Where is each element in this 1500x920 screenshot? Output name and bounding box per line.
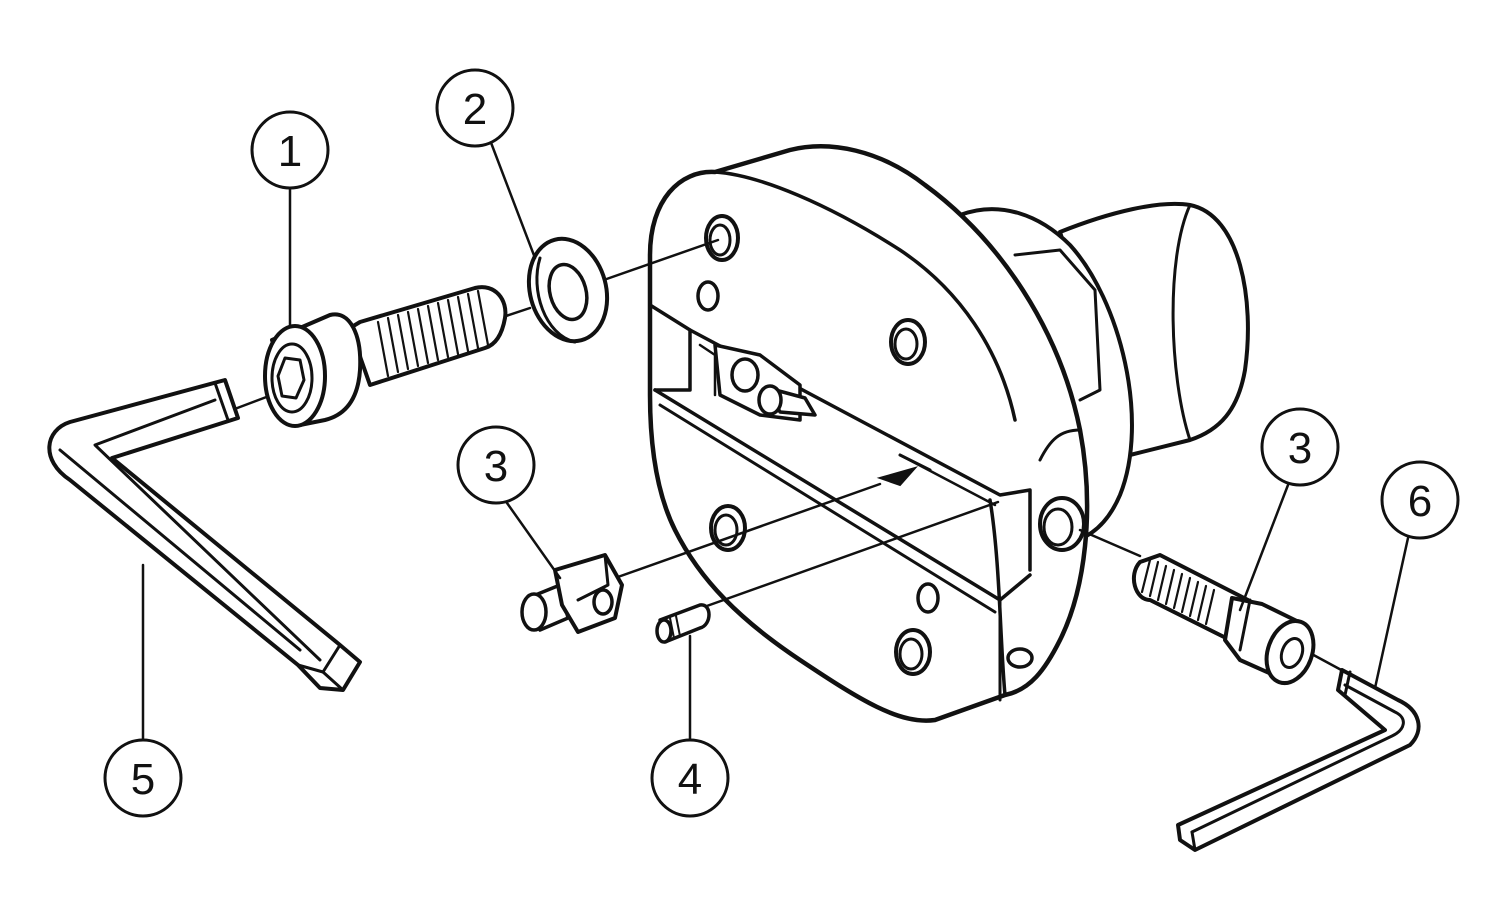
callout-1: 1 (250, 110, 330, 190)
leader-2 (488, 138, 537, 260)
part-5-hex-key-large (47, 378, 362, 692)
callout-5: 5 (103, 738, 183, 818)
holder-shank (1058, 201, 1250, 457)
callout-4-label: 4 (678, 755, 702, 804)
callout-5-label: 5 (131, 755, 155, 804)
callout-6-label: 6 (1408, 477, 1432, 526)
callout-3-left-label: 3 (484, 442, 508, 491)
leader-3-right (1238, 483, 1290, 612)
leader-6 (1373, 536, 1410, 690)
leader-lines (141, 138, 1410, 742)
part-3-clamp-screw-right (1131, 553, 1316, 685)
callout-2: 2 (435, 68, 515, 148)
leader-3-left (505, 501, 562, 580)
callouts: 1 2 3 3 4 5 6 (103, 68, 1460, 818)
slot-clamp-pieces (713, 343, 932, 487)
holder-holes (696, 214, 1086, 676)
part-4-dowel-pin (655, 603, 711, 644)
part-6-hex-key-small (1176, 668, 1421, 852)
callout-6: 6 (1380, 460, 1460, 540)
callout-3-right-label: 3 (1288, 424, 1312, 473)
holder-head (647, 144, 1090, 723)
tool-holder-body (647, 144, 1250, 723)
callout-1-label: 1 (278, 127, 302, 176)
callout-4: 4 (650, 738, 730, 818)
assembly-lines (230, 238, 1347, 674)
part-1-socket-head-screw (263, 285, 508, 428)
part-2-washer (526, 236, 610, 344)
callout-3-left: 3 (456, 425, 536, 505)
callout-3-right: 3 (1260, 407, 1340, 487)
callout-2-label: 2 (463, 85, 487, 134)
part-3-clamp-pin-left (520, 553, 624, 634)
